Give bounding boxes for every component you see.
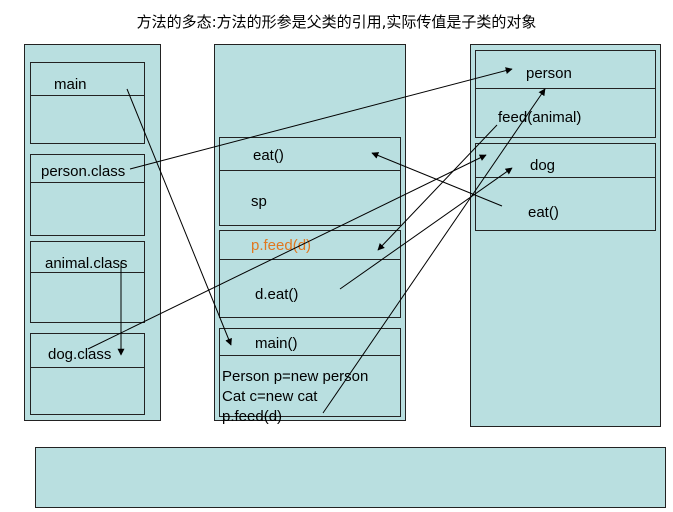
- dog-object-box: dog eat(): [475, 143, 656, 231]
- pfeed-label: p.feed(d): [251, 237, 312, 254]
- dog-object-label: dog: [530, 157, 556, 174]
- code-line-3: p.feed(d): [222, 408, 283, 425]
- animal-class-label: animal.class: [45, 255, 128, 272]
- main-frame-box: main() Person p=new person Cat c=new cat…: [219, 328, 401, 424]
- dog-class-label: dog.class: [48, 346, 112, 363]
- eat-frame-box: eat() sp: [219, 137, 401, 226]
- feed-frame-box: p.feed(d) d.eat(): [219, 230, 401, 318]
- feed-method-label: feed(animal): [498, 109, 582, 126]
- person-object-box: person feed(animal): [475, 50, 656, 138]
- person-class-label: person.class: [41, 163, 126, 180]
- bottom-panel: [35, 447, 666, 508]
- animal-class-box: animal.class: [30, 241, 145, 323]
- middle-panel: eat() sp p.feed(d) d.eat() main() Person…: [214, 44, 406, 424]
- eat-method-label: eat(): [528, 204, 559, 221]
- main-box: main: [30, 62, 145, 144]
- main-frame-label: main(): [255, 335, 298, 352]
- code-line-2: Cat c=new cat: [222, 388, 318, 405]
- right-panel: person feed(animal) dog eat(): [470, 44, 661, 427]
- code-line-1: Person p=new person: [222, 368, 369, 385]
- diagram-title: 方法的多态:方法的形参是父类的引用,实际传值是子类的对象: [136, 13, 537, 31]
- main-label: main: [54, 76, 87, 93]
- sp-label: sp: [251, 193, 267, 210]
- eat-frame-label: eat(): [253, 147, 284, 164]
- person-class-box: person.class: [30, 154, 145, 236]
- person-object-label: person: [526, 65, 572, 82]
- dog-class-box: dog.class: [30, 333, 145, 415]
- left-panel: main person.class animal.class dog.class: [24, 44, 161, 421]
- deat-label: d.eat(): [255, 286, 299, 303]
